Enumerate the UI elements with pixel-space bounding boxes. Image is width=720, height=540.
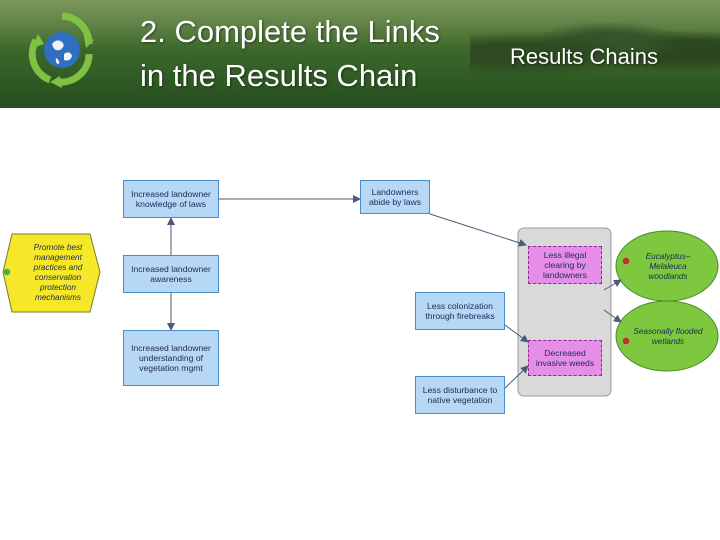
target-wetlands-label: Seasonally flooded wetlands [633,327,703,346]
strategy-hexagon [2,233,101,313]
result-less-disturbance: Less disturbance to native vegetation [415,376,505,414]
page-subtitle: Results Chains [510,44,658,69]
target-wetlands-marker [622,337,630,345]
result-abide-by-laws: Landowners abide by laws [360,180,430,214]
arrow-group-to-eucalyptus [603,279,622,291]
header-banner [0,0,720,108]
threat-decreased-invasive-weeds: Decreased invasive weeds [528,340,602,376]
target-eucalyptus-label: Eucalyptus–Melaleuca woodlands [645,252,691,281]
arrow-abide-to-group [429,213,527,247]
strategy-label: Promote best management practices and co… [33,243,83,302]
recycle-globe-icon [28,12,94,88]
page-title-line1: 2. Complete the Links [140,14,440,49]
arrow-disturbance-to-weeds [504,365,529,389]
result-less-colonization: Less colonization through firebreaks [415,292,505,330]
threat-less-illegal-clearing: Less illegal clearing by landowners [528,246,602,284]
page-title-line2: in the Results Chain [140,58,418,93]
result-awareness: Increased landowner awareness [123,255,219,293]
strategy-connector-dot [3,268,11,276]
arrow-group-to-wetlands [603,309,622,323]
target-eucalyptus-marker [622,257,630,265]
result-knowledge-of-laws: Increased landowner knowledge of laws [123,180,219,218]
result-understanding-vegetation: Increased landowner understanding of veg… [123,330,219,386]
target-wetlands-oval [615,300,719,372]
arrow-colonization-to-weeds [504,324,529,343]
banner-trees [470,18,720,78]
